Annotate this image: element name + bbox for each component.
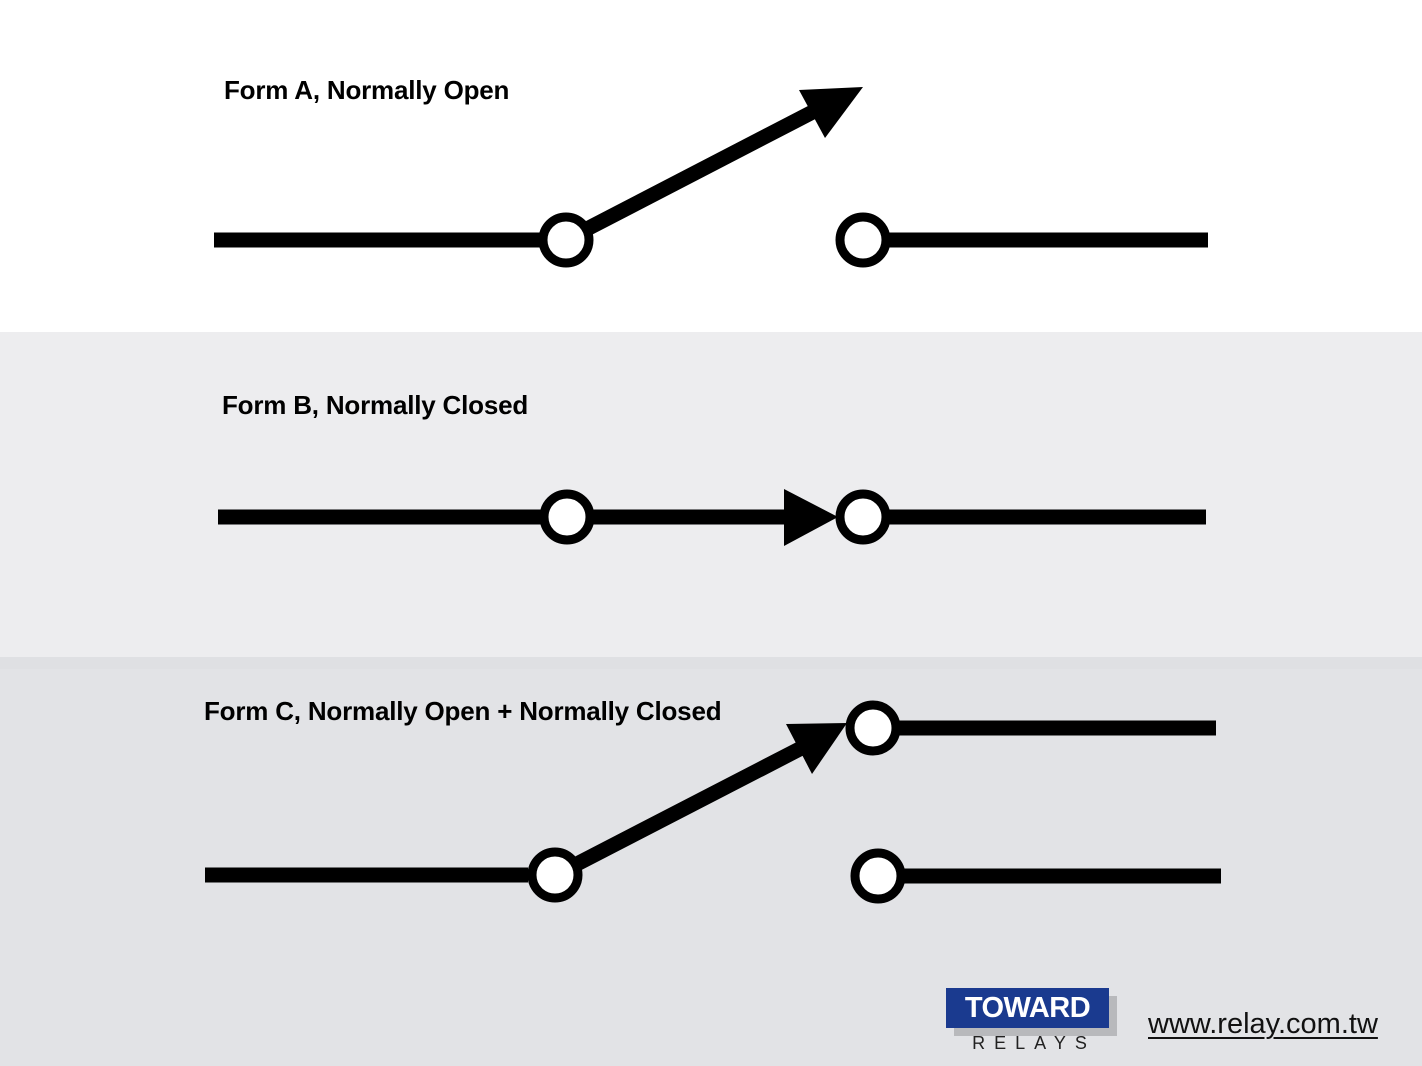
- form-c-symbol: [205, 700, 1221, 904]
- website-link[interactable]: www.relay.com.tw: [1148, 1008, 1378, 1040]
- nc-contact-terminal-icon: [845, 700, 901, 756]
- form-b-symbol: [218, 489, 1206, 546]
- arrow-head-icon: [799, 87, 863, 138]
- logo-subtitle: RELAYS: [972, 1033, 1096, 1053]
- arrow-head-icon: [784, 489, 838, 546]
- form-b-label: Form B, Normally Closed: [222, 390, 529, 420]
- contact-terminal-icon: [835, 489, 891, 545]
- form-a-label: Form A, Normally Open: [224, 75, 510, 105]
- contact-terminal-icon: [835, 212, 891, 268]
- form-b-section: [0, 332, 1422, 657]
- logo-brand: TOWARD: [946, 988, 1109, 1028]
- contact-terminal-icon: [539, 489, 595, 545]
- no-contact-terminal-icon: [850, 848, 906, 904]
- contact-terminal-icon: [538, 212, 594, 268]
- form-c-label: Form C, Normally Open + Normally Closed: [204, 696, 722, 726]
- contact-terminal-icon: [527, 847, 583, 903]
- form-a-symbol: [214, 87, 1208, 268]
- toward-relays-logo: TOWARD RELAYS: [946, 988, 1118, 1056]
- arrow-head-icon: [786, 723, 847, 774]
